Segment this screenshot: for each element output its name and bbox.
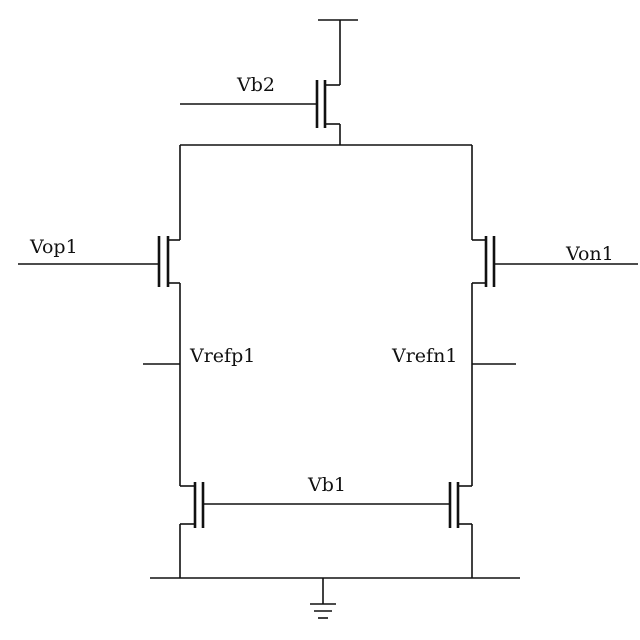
vdd-supply [318,19,358,85]
label-vb1: Vb1 [308,474,346,496]
label-vrefn1: Vrefn1 [392,345,458,367]
label-vrefp1: Vrefp1 [190,345,256,367]
ground-icon [310,603,336,619]
label-vop1: Vop1 [30,236,78,258]
bottom-left-transistor [179,482,205,578]
left-branch [18,145,181,486]
ground-rail [150,577,520,604]
right-branch [471,145,638,486]
label-von1: Von1 [566,243,614,265]
tail-transistor-vb2 [180,80,341,145]
bottom-right-transistor [448,482,473,578]
label-vb2: Vb2 [237,74,275,96]
